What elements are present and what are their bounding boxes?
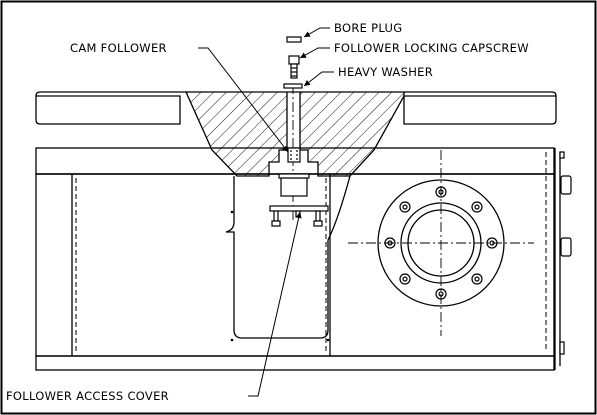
- cam-follower-part: [278, 147, 310, 197]
- heavy-washer-part: [283, 83, 303, 89]
- flange-centerlines: [348, 150, 534, 336]
- hidden-lines: [75, 152, 547, 352]
- top-plate: [35, 91, 557, 125]
- side-hardware: [559, 151, 572, 355]
- locking-capscrew-part: [288, 55, 300, 79]
- label-follower-access-cover: FOLLOWER ACCESS COVER: [6, 389, 169, 403]
- access-opening: [225, 175, 351, 339]
- leader-lines: [198, 27, 334, 397]
- hole-dot: [326, 338, 330, 342]
- bore-plug-part: [286, 36, 302, 43]
- hole-dot: [230, 338, 234, 342]
- label-bore-plug: BORE PLUG: [334, 21, 402, 35]
- hole-dot: [230, 210, 234, 214]
- label-cam-follower: CAM FOLLOWER: [70, 41, 167, 55]
- label-heavy-washer: HEAVY WASHER: [338, 65, 433, 79]
- hatched-section: [184, 91, 405, 177]
- label-follower-locking-capscrew: FOLLOWER LOCKING CAPSCREW: [334, 41, 529, 55]
